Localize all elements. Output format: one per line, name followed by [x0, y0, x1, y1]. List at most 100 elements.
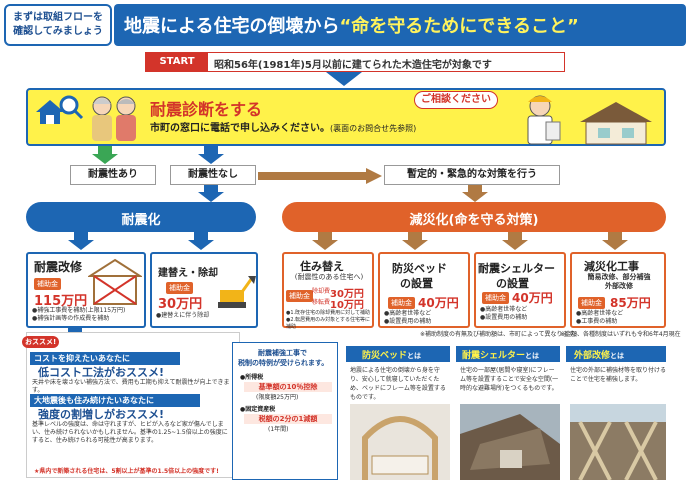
retrofit-note1: ●補強工事費を補助(上限115万円) [32, 307, 126, 314]
info-shelter-to: とは [525, 352, 540, 360]
excavator-illustration [218, 276, 256, 308]
relocate-amount1: 30万円 [330, 289, 364, 300]
section-mitigation [282, 202, 666, 232]
rebuild-title: 建替え・除却 [158, 268, 218, 279]
branch-not-resistant: 耐震性なし [170, 165, 256, 185]
start-badge: START [146, 53, 208, 71]
branch-temporary: 暫定的・緊急的な対策を行う [384, 165, 560, 185]
title-prefix: 地震による住宅の倒壊から [124, 16, 340, 37]
simple-note2: ●工事費の補助 [576, 318, 618, 325]
diagnosis-instruction: 市町の窓口に電話で申し込みください。 [150, 123, 330, 134]
recommend-bar2: 大地震後も住み続けたいあなたに [30, 394, 200, 407]
start-text: 昭和56年(1981年)5月以前に建てられた木造住宅が対象です [214, 60, 492, 71]
info-bed-body: 地震による住宅の倒壊から身を守り、安心して就寝していただくため、ベッドにフレーム… [350, 367, 446, 401]
arrow-down-icon [326, 72, 362, 86]
card-shelter [474, 252, 566, 328]
rebuild-tag: 補助金 [166, 282, 193, 294]
section-arrows-blue [68, 232, 214, 250]
tax-item1: ●所得税 [240, 374, 264, 381]
bed-note2: ●設置費用の補助 [384, 318, 432, 325]
retrofit-title: 耐震改修 [34, 260, 83, 274]
info-exterior-to: とは [610, 352, 625, 360]
info-shelter-body: 住宅の一部屋(居間や寝室)にフレーム等を設置することで安全な空間(一時的な避難場… [460, 367, 559, 392]
recommend-badge: おススメ! [22, 336, 60, 348]
tax-item1-note: (限度額25万円) [256, 394, 299, 401]
page-title: 地震による住宅の倒壊から“命を守るためにできること” [124, 12, 579, 38]
tax-item2: ●固定資産税 [240, 406, 276, 413]
bed-tag: 補助金 [388, 297, 415, 309]
simple-tag: 補助金 [578, 297, 605, 309]
info-bed-title: 防災ベッドとは [362, 348, 421, 361]
recommend-head2: 強度の割増しがおススメ! [38, 408, 165, 421]
elderly-couple-illustration [92, 96, 136, 141]
tax-box [232, 342, 338, 480]
relocate-note1: ●1.既存住宅の除却費用に対して補助 [286, 310, 370, 316]
shelter-note1: ●高齢者世帯など [480, 306, 528, 313]
house-frame-illustration [88, 258, 142, 305]
card-simple [570, 252, 666, 328]
tax-item2-note: (1年間) [268, 426, 289, 433]
shelter-note2: ●設置費用の補助 [480, 314, 528, 321]
card-retrofit [26, 252, 146, 328]
info-bed-to: とは [407, 352, 422, 360]
info-bed-title-text: 防災ベッド [362, 351, 408, 361]
recommend-head1: 低コスト工法がおススメ! [38, 366, 165, 379]
bed-title: 防災ベッド [392, 262, 447, 275]
info-exterior-title: 外部改修とは [574, 348, 624, 361]
arrow-down-brown-icon [462, 185, 488, 202]
info-shelter-header [456, 346, 560, 362]
title-highlight: “命を守るためにできること” [339, 16, 579, 37]
recommend-bar1: コストを抑えたいあなたに [30, 352, 180, 365]
arrow-down-green-icon [92, 146, 118, 164]
relocate-note2: ●2.転居費用のみ対象とする住宅等に補助 [286, 317, 370, 330]
section-seismic-title: 耐震化 [121, 213, 161, 228]
tax-title1: 耐震補強工事で [258, 349, 307, 357]
retrofit-note2: ●補強計画等の作成費を補助 [32, 315, 110, 322]
diagnosis-subtitle: 市町の窓口に電話で申し込みください。(裏面のお問合せ先参照) [150, 119, 416, 134]
diagnosis-title: 耐震診断をする [150, 100, 263, 119]
shelter-tag: 補助金 [482, 292, 509, 304]
section-arrows-brown [312, 232, 628, 250]
relocate-tag: 補助金 [286, 290, 313, 302]
house-icon [36, 100, 64, 124]
relocate-label2: 移転費 [312, 299, 331, 306]
footnote-right: ※金額、各種制度はいずれも令和6年4月現在 [560, 331, 681, 338]
arrow-down-blue-icon [198, 146, 224, 164]
bed-photo [350, 404, 450, 480]
shelter-title2: の設置 [496, 277, 529, 290]
recommend-body1: 天井や床を壊さない補強方法で、費用も工期も抑えて耐震性が向上できます。 [32, 379, 230, 394]
rebuild-amount: 30万円 [158, 297, 203, 312]
recommend-body2: 基準レベルの強度は、命は守れますが、ヒビが入るなど家が傷んでしまい、住み続けられ… [32, 421, 228, 444]
info-exterior-body: 住宅の外部に補強材等を取り付けることで住宅を補強します。 [570, 367, 667, 383]
tax-item2-body: 税額の2分の1減額 [244, 414, 332, 424]
simple-sub2: 外部改修 [605, 282, 633, 290]
title-banner [114, 4, 686, 46]
relocate-label1: 除却費 [312, 288, 331, 295]
consult-bubble: ご相談ください [414, 91, 498, 109]
rebuild-note1: ●建替えに伴う除却 [156, 312, 210, 319]
simple-sub1: 簡易改修、部分補強 [587, 273, 651, 281]
section-seismic [26, 202, 256, 232]
info-shelter-title: 耐震シェルターとは [462, 348, 539, 361]
intro-note: まずは取組フローを確認してみましょう [4, 4, 112, 46]
simple-amount: 85万円 [610, 296, 651, 310]
recommend-foot: ★県内で新築される住宅は、5割以上が基準の1.5倍以上の強度です! [34, 468, 219, 475]
bed-title2: の設置 [400, 277, 433, 290]
tax-item1-body: 基準額の10％控除 [244, 382, 332, 392]
diagnosis-note: (裏面のお問合せ先参照) [330, 124, 417, 133]
footnote-left: ※補助制度の有無及び補助額は、市町によって異なります。 [420, 331, 580, 338]
tax-title2: 税制の特例が受けられます。 [238, 359, 329, 367]
arrow-right-brown-icon [258, 168, 382, 184]
relocate-sub: (耐震性のある住宅へ) [294, 273, 364, 281]
simple-note1: ●高齢者世帯など [576, 310, 624, 317]
collapsed-house-photo [460, 404, 560, 480]
info-shelter-title-text: 耐震シェルター [462, 351, 526, 361]
magnifier-icon [59, 95, 84, 120]
section-mitigation-title: 減災化(命を守る対策) [409, 213, 539, 228]
simple-title: 減災化工事 [584, 260, 639, 273]
info-exterior-header [566, 346, 666, 362]
arrow-down-blue-icon-2 [198, 185, 224, 202]
relocate-amount2: 10万円 [330, 300, 364, 311]
bed-amount: 40万円 [418, 296, 459, 310]
start-bar [145, 52, 565, 72]
